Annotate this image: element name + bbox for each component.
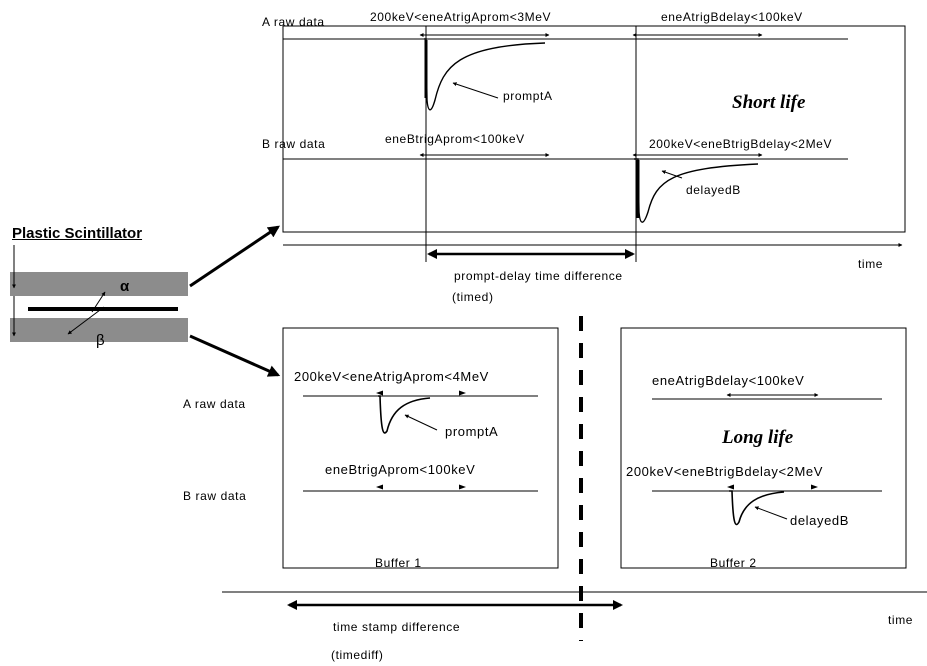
scintillator-plate-bottom xyxy=(10,318,188,342)
buffer2-tick-b-left xyxy=(727,484,734,490)
buffer1-prompt-a-pointer xyxy=(404,414,438,431)
bottom-label-a: A raw data xyxy=(183,397,246,411)
beta-symbol: β xyxy=(96,332,106,349)
timestamp-diff-var: (timediff) xyxy=(331,648,384,662)
detector-to-top-arrow xyxy=(189,225,280,288)
buffer2-delayed-b-label: delayedB xyxy=(790,513,850,528)
buffer1-prompt-a-label: promptA xyxy=(445,424,499,439)
top-label-a: A raw data xyxy=(262,15,325,29)
buffer1-pulse-prompt-a xyxy=(378,395,431,434)
buffer1-tick-b-right xyxy=(459,484,466,490)
buffer1-tick-a-left xyxy=(376,390,383,396)
buffer1-tick-a-right xyxy=(459,390,466,396)
top-delayed-b-label: delayedB xyxy=(686,183,741,197)
buffer2-cond-b: 200keV<eneBtrigBdelay<2MeV xyxy=(626,464,824,479)
long-life-label: Long life xyxy=(722,427,794,448)
prompt-a-pointer xyxy=(452,82,499,99)
top-panel-box xyxy=(282,25,906,233)
buffer2-cond-a: eneAtrigBdelay<100keV xyxy=(652,373,805,388)
top-cond-b-delay: 200keV<eneBtrigBdelay<2MeV xyxy=(649,137,833,151)
buffer2-tick-b-right xyxy=(811,484,818,490)
timestamp-diff-label: time stamp difference xyxy=(333,620,461,634)
buffer1-box xyxy=(282,327,559,569)
top-time-label: time xyxy=(858,257,884,271)
top-cond-b-prompt: eneBtrigAprom<100keV xyxy=(385,132,525,146)
top-cond-a-delay: eneAtrigBdelay<100keV xyxy=(661,10,803,24)
bottom-label-b: B raw data xyxy=(183,489,247,503)
beta-track xyxy=(67,306,105,335)
pulse-prompt-a xyxy=(424,38,546,111)
detector-to-bottom-arrow xyxy=(189,334,281,377)
short-life-label: Short life xyxy=(732,92,806,113)
delayed-b-pointer xyxy=(661,170,683,179)
buffer1-cond-b: eneBtrigAprom<100keV xyxy=(325,462,476,477)
buffer1-cond-a: 200keV<eneAtrigAprom<4MeV xyxy=(294,369,489,384)
scintillator-title: Plastic Scintillator xyxy=(12,225,143,242)
buffer2-pulse-delayed-b xyxy=(729,490,785,526)
buffer1-tick-b-left xyxy=(376,484,383,490)
prompt-delay-diff-var: (timed) xyxy=(452,290,494,304)
prompt-delay-diff-label: prompt-delay time difference xyxy=(454,269,623,283)
plastic-scintillator xyxy=(10,245,188,342)
buffer1-name: Buffer 1 xyxy=(375,556,422,570)
top-prompt-a-label: promptA xyxy=(503,89,553,103)
top-cond-a-prompt: 200keV<eneAtrigAprom<3MeV xyxy=(370,10,552,24)
alpha-symbol: α xyxy=(120,278,130,295)
scintillator-plate-top xyxy=(10,272,188,296)
buffer2-name: Buffer 2 xyxy=(710,556,757,570)
alpha-track xyxy=(91,291,106,313)
buffer2-box xyxy=(620,327,907,569)
top-label-b: B raw data xyxy=(262,137,326,151)
bottom-time-label: time xyxy=(888,613,914,627)
buffer2-delayed-b-pointer xyxy=(754,506,788,520)
pulse-delayed-b xyxy=(634,158,759,223)
